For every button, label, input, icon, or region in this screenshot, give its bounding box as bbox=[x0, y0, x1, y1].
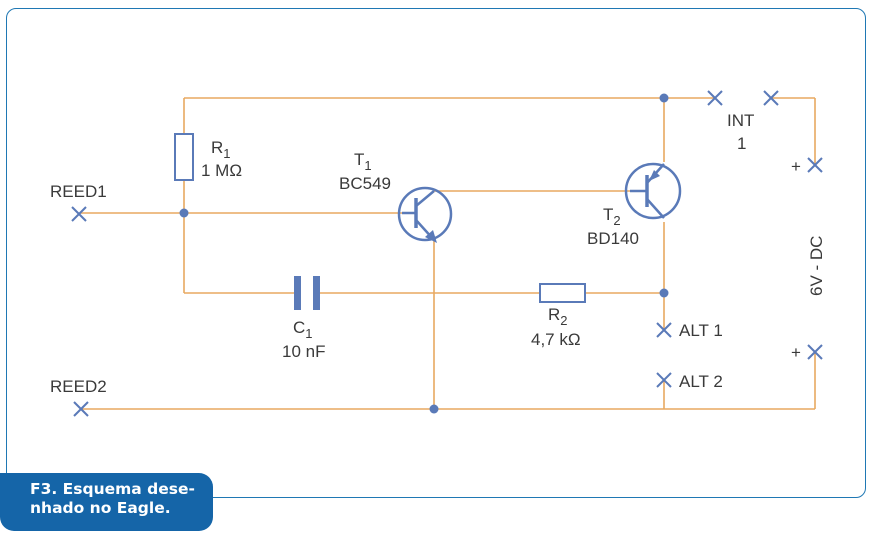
terminal-int-left-mark bbox=[707, 90, 723, 106]
terminals bbox=[71, 90, 823, 417]
transistor-t1 bbox=[397, 186, 453, 243]
terminal-alt1-mark bbox=[656, 322, 672, 338]
resistor-r1 bbox=[174, 133, 194, 181]
int-value-label: 1 bbox=[737, 134, 746, 153]
wires bbox=[80, 97, 816, 410]
alt2-label: ALT 2 bbox=[679, 372, 723, 391]
plus-top-label: + bbox=[791, 157, 801, 176]
alt1-label: ALT 1 bbox=[679, 321, 723, 340]
int-ref-label: INT bbox=[727, 111, 754, 130]
junction-dot bbox=[659, 93, 669, 103]
t1-value-label: BC549 bbox=[339, 174, 391, 193]
r1-ref-label: R1 bbox=[211, 138, 231, 161]
t2-value-label: BD140 bbox=[587, 229, 639, 248]
junctions bbox=[179, 93, 669, 414]
c1-ref-label: C1 bbox=[293, 318, 313, 341]
terminal-int-right-mark bbox=[763, 90, 779, 106]
caption-line-1: F3. Esquema dese- bbox=[30, 480, 195, 498]
figure-caption: F3. Esquema dese- nhado no Eagle. bbox=[0, 473, 213, 531]
plus-bottom-label: + bbox=[791, 343, 801, 362]
r2-ref-label: R2 bbox=[548, 305, 568, 328]
t1-ref-label: T1 bbox=[354, 150, 372, 173]
figure-frame bbox=[6, 8, 866, 498]
terminal-reed2-mark bbox=[73, 401, 89, 417]
t2-ref-label: T2 bbox=[603, 205, 621, 228]
terminal-alt2-mark bbox=[656, 372, 672, 388]
reed2-label: REED2 bbox=[50, 377, 107, 396]
terminal-plus-bottom-mark bbox=[807, 344, 823, 360]
terminal-reed1-mark bbox=[71, 206, 87, 222]
r1-value-label: 1 MΩ bbox=[201, 161, 242, 180]
supply-label: 6V - DC bbox=[807, 236, 826, 296]
c1-value-label: 10 nF bbox=[282, 342, 325, 361]
junction-dot bbox=[179, 208, 189, 218]
junction-dot bbox=[659, 288, 669, 298]
transistor-t2 bbox=[624, 162, 682, 220]
reed1-label: REED1 bbox=[50, 182, 107, 201]
capacitor-c1 bbox=[294, 276, 320, 310]
caption-line-2: nhado no Eagle. bbox=[30, 499, 171, 517]
resistor-r2 bbox=[539, 283, 586, 303]
terminal-plus-top-mark bbox=[807, 157, 823, 173]
r2-value-label: 4,7 kΩ bbox=[531, 330, 581, 349]
junction-dot bbox=[429, 404, 439, 414]
